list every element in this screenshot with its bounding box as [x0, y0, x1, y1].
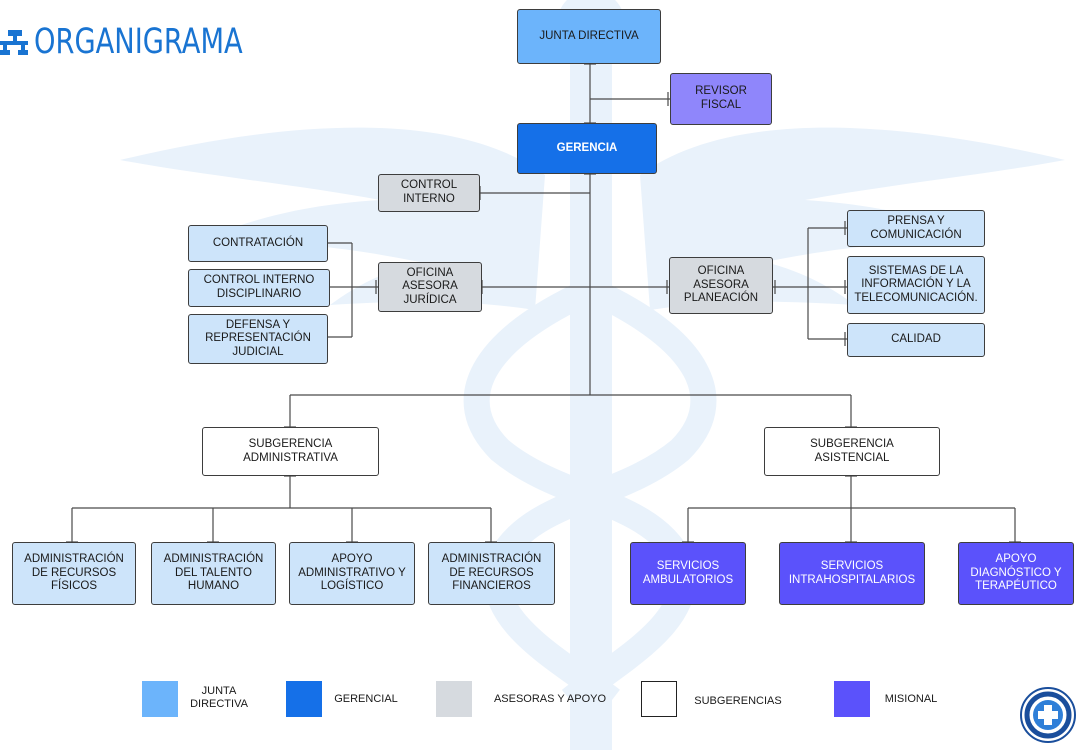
gerencia-box: GERENCIA [517, 123, 657, 174]
adm-talento-humano-box: ADMINISTRACIÓN DEL TALENTO HUMANO [151, 542, 276, 605]
sistemas-box: SISTEMAS DE LA INFORMACIÓN Y LA TELECOMU… [847, 256, 985, 314]
hospital-seal-icon [1020, 687, 1076, 743]
defensa-judicial-box: DEFENSA Y REPRESENTACIÓN JUDICIAL [188, 314, 328, 364]
subgerencia-administrativa-box: SUBGERENCIA ADMINISTRATIVA [202, 427, 379, 476]
apoyo-diagnostico-box: APOYO DIAGNÓSTICO Y TERAPÉUTICO [958, 542, 1074, 605]
calidad-box: CALIDAD [847, 323, 985, 357]
legend-swatch-asesoras [436, 681, 472, 717]
control-interno-box: CONTROL INTERNO [378, 174, 480, 212]
prensa-box: PRENSA Y COMUNICACIÓN [847, 210, 985, 247]
oficina-juridica-box: OFICINA ASESORA JURÍDICA [378, 262, 482, 312]
revisor-fiscal-box: REVISOR FISCAL [670, 73, 772, 125]
adm-recursos-fisicos-box: ADMINISTRACIÓN DE RECURSOS FÍSICOS [12, 542, 136, 605]
page-title: ORGANIGRAMA [0, 18, 302, 66]
legend-swatch-misional [834, 681, 870, 717]
legend-swatch-subgerencias [641, 681, 677, 717]
adm-recursos-financieros-box: ADMINISTRACIÓN DE RECURSOS FINANCIEROS [428, 542, 555, 605]
subgerencia-asistencial-box: SUBGERENCIA ASISTENCIAL [764, 427, 940, 476]
legend-label-asesoras: ASESORAS Y APOYO [493, 693, 607, 705]
org-chart-icon [0, 30, 28, 55]
servicios-ambulatorios-box: SERVICIOS AMBULATORIOS [630, 542, 746, 605]
title-text: ORGANIGRAMA [34, 22, 243, 62]
junta-directiva-box: JUNTA DIRECTIVA [517, 9, 661, 64]
legend-label-misional: MISIONAL [884, 693, 938, 705]
legend-label-gerencial: GERENCIAL [334, 693, 398, 705]
legend-label-junta: JUNTA DIRECTIVA [190, 685, 248, 711]
servicios-intrahospitalarios-box: SERVICIOS INTRAHOSPITALARIOS [779, 542, 925, 605]
control-disciplinario-box: CONTROL INTERNO DISCIPLINARIO [188, 269, 330, 307]
oficina-planeacion-box: OFICINA ASESORA PLANEACIÓN [669, 257, 773, 314]
apoyo-administrativo-box: APOYO ADMINISTRATIVO Y LOGÍSTICO [289, 542, 415, 605]
contratacion-box: CONTRATACIÓN [188, 225, 328, 262]
legend-swatch-junta [142, 681, 178, 717]
legend-label-subgerencias: SUBGERENCIAS [694, 695, 782, 707]
legend-swatch-gerencial [286, 681, 322, 717]
